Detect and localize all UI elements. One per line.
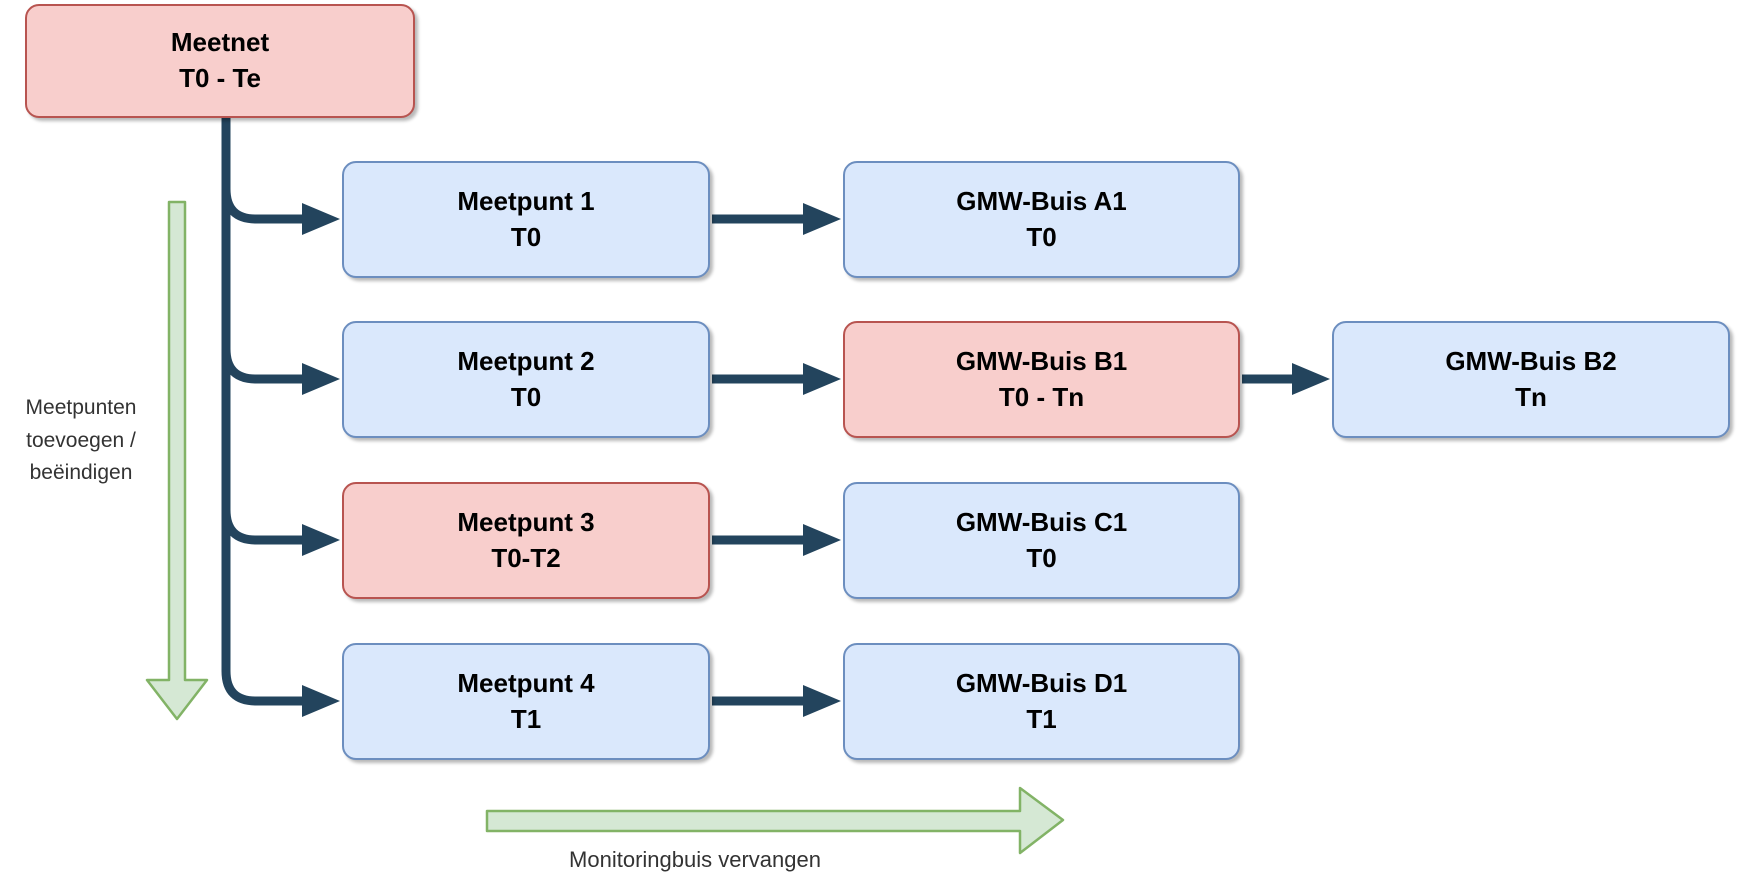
bottom-arrow-label: Monitoringbuis vervangen <box>569 847 821 872</box>
node-subtitle: T0 - Te <box>179 63 261 93</box>
node-subtitle: T0-T2 <box>491 542 561 573</box>
node-meetpunt-4: Meetpunt 4 T1 <box>342 643 710 760</box>
green-right-arrow-icon <box>485 786 1065 855</box>
node-subtitle: T1 <box>510 703 542 734</box>
node-meetpunt-2: Meetpunt 2 T0 <box>342 321 710 438</box>
node-title: GMW-Buis A1 <box>956 185 1127 216</box>
arrowhead-branch-row3 <box>302 524 340 556</box>
node-gmw-buis-c1: GMW-Buis C1 T0 <box>843 482 1240 599</box>
arrowhead-gmw-b1 <box>803 363 841 395</box>
node-subtitle: T0 <box>1026 542 1057 573</box>
connector-branch-row1 <box>221 188 304 224</box>
node-gmw-buis-d1: GMW-Buis D1 T1 <box>843 643 1240 760</box>
node-title: GMW-Buis C1 <box>955 506 1128 537</box>
node-meetnet: Meetnet T0 - Te <box>25 4 415 118</box>
node-subtitle: T1 <box>1026 703 1057 734</box>
node-subtitle: Tn <box>1515 381 1547 412</box>
node-title: Meetpunt 1 <box>457 185 595 216</box>
green-down-arrow-icon <box>145 200 209 721</box>
node-gmw-buis-b2: GMW-Buis B2 Tn <box>1332 321 1730 438</box>
connector-branch-row2 <box>221 348 304 384</box>
node-title: GMW-Buis B2 <box>1445 345 1617 376</box>
arrowhead-branch-row2 <box>302 363 340 395</box>
arrowhead-gmw-a1 <box>803 203 841 235</box>
node-title: Meetpunt 2 <box>457 345 595 376</box>
arrowhead-gmw-c1 <box>803 524 841 556</box>
node-gmw-buis-b1: GMW-Buis B1 T0 - Tn <box>843 321 1240 438</box>
connector-trunk <box>221 114 304 706</box>
arrowhead-gmw-b2 <box>1292 363 1330 395</box>
node-title: Meetnet <box>170 27 270 58</box>
node-title: GMW-Buis D1 <box>955 667 1128 698</box>
node-gmw-buis-a1: GMW-Buis A1 T0 <box>843 161 1240 278</box>
node-title: Meetpunt 3 <box>457 506 595 537</box>
node-meetpunt-3: Meetpunt 3 T0-T2 <box>342 482 710 599</box>
arrowhead-branch-row1 <box>302 203 340 235</box>
node-subtitle: T0 <box>510 221 542 252</box>
node-meetpunt-1: Meetpunt 1 T0 <box>342 161 710 278</box>
left-arrow-label: Meetpunten toevoegen / beëindigen <box>25 396 137 485</box>
arrowhead-branch-row4 <box>302 685 340 717</box>
node-title: GMW-Buis B1 <box>955 345 1128 376</box>
node-title: Meetpunt 4 <box>457 667 595 698</box>
connector-branch-row3 <box>221 509 304 545</box>
node-subtitle: T0 - Tn <box>998 381 1085 412</box>
node-subtitle: T0 <box>1026 221 1057 252</box>
node-subtitle: T0 <box>510 381 542 412</box>
arrowhead-gmw-d1 <box>803 685 841 717</box>
